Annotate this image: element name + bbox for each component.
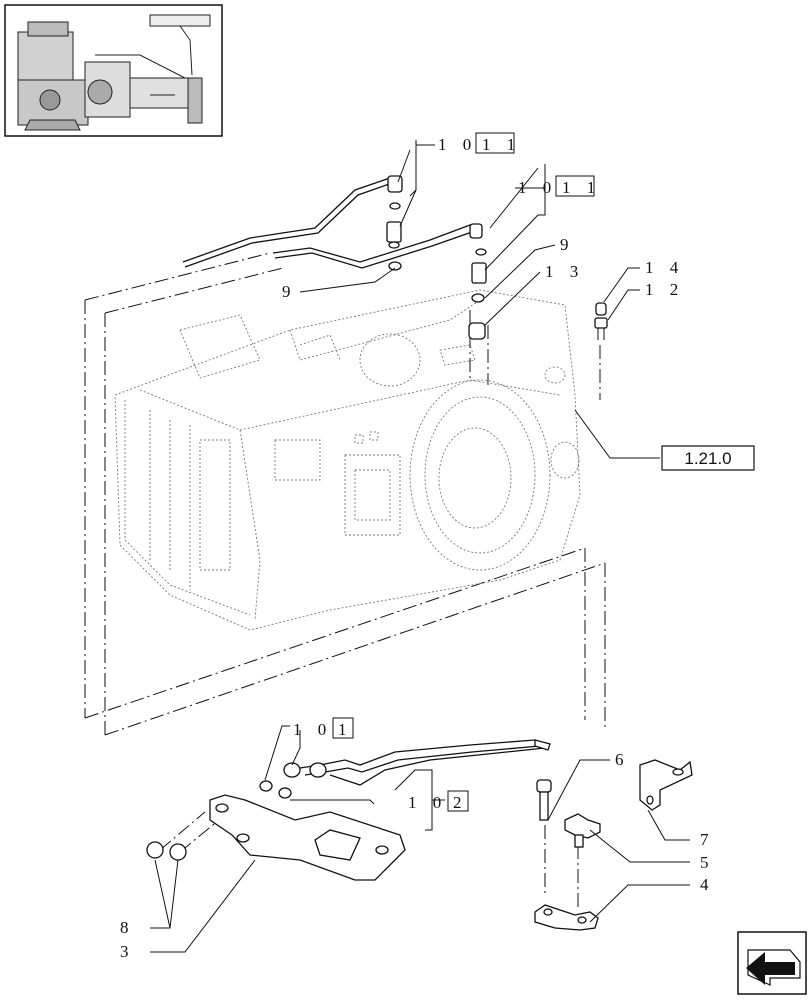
plug-14-12 (594, 302, 608, 340)
svg-text:1 0: 1 0 (408, 793, 447, 812)
bracket-7 (639, 759, 693, 811)
svg-text:1 0: 1 0 (293, 720, 332, 739)
svg-text:2: 2 (453, 793, 468, 812)
svg-text:1 1: 1 1 (482, 135, 521, 154)
callout-5: 5 (700, 853, 715, 872)
callout-9-right: 9 (560, 235, 575, 254)
lower-pipes (259, 739, 551, 799)
navigation-arrow-button[interactable] (737, 931, 807, 995)
callout-3: 3 (120, 942, 135, 961)
callout-10-11-b: 1 0 1 1 (518, 175, 601, 197)
svg-text:1.21.0: 1.21.0 (684, 449, 731, 468)
bolt-6 (536, 779, 552, 821)
callout-9-left: 9 (282, 282, 297, 301)
overview-thumbnail[interactable] (4, 4, 223, 137)
svg-text:1: 1 (338, 720, 353, 739)
svg-text:1 0: 1 0 (438, 135, 477, 154)
callout-12: 1 2 (645, 280, 684, 299)
svg-text:1 0: 1 0 (518, 178, 557, 197)
callout-4: 4 (700, 875, 715, 894)
callout-10-11-a: 1 0 1 1 (438, 132, 521, 154)
callout-13: 1 3 (545, 262, 584, 281)
transmission-housing-ghost (114, 289, 581, 631)
fitting-stack-left (386, 202, 402, 271)
callout-8: 8 (120, 918, 135, 937)
bracket-4 (534, 904, 599, 931)
upper-pipe-2 (272, 223, 483, 269)
reference-link-1-21-0[interactable]: 1.21.0 (661, 445, 755, 471)
bushings-8 (146, 841, 187, 861)
callout-10-1: 1 0 1 (293, 717, 354, 739)
assembly-dashed-outline (84, 252, 606, 910)
upper-pipe-1 (182, 175, 403, 268)
bracket-3 (209, 794, 406, 881)
callout-10-2: 1 0 2 (408, 790, 469, 812)
callout-6: 6 (615, 750, 630, 769)
callout-14: 1 4 (645, 258, 684, 277)
arrow-icon (746, 949, 801, 986)
clip-5 (564, 813, 601, 848)
leader-lines (150, 140, 690, 953)
callout-7: 7 (700, 830, 715, 849)
svg-text:1 1: 1 1 (562, 178, 601, 197)
fitting-stack-right (468, 248, 487, 340)
